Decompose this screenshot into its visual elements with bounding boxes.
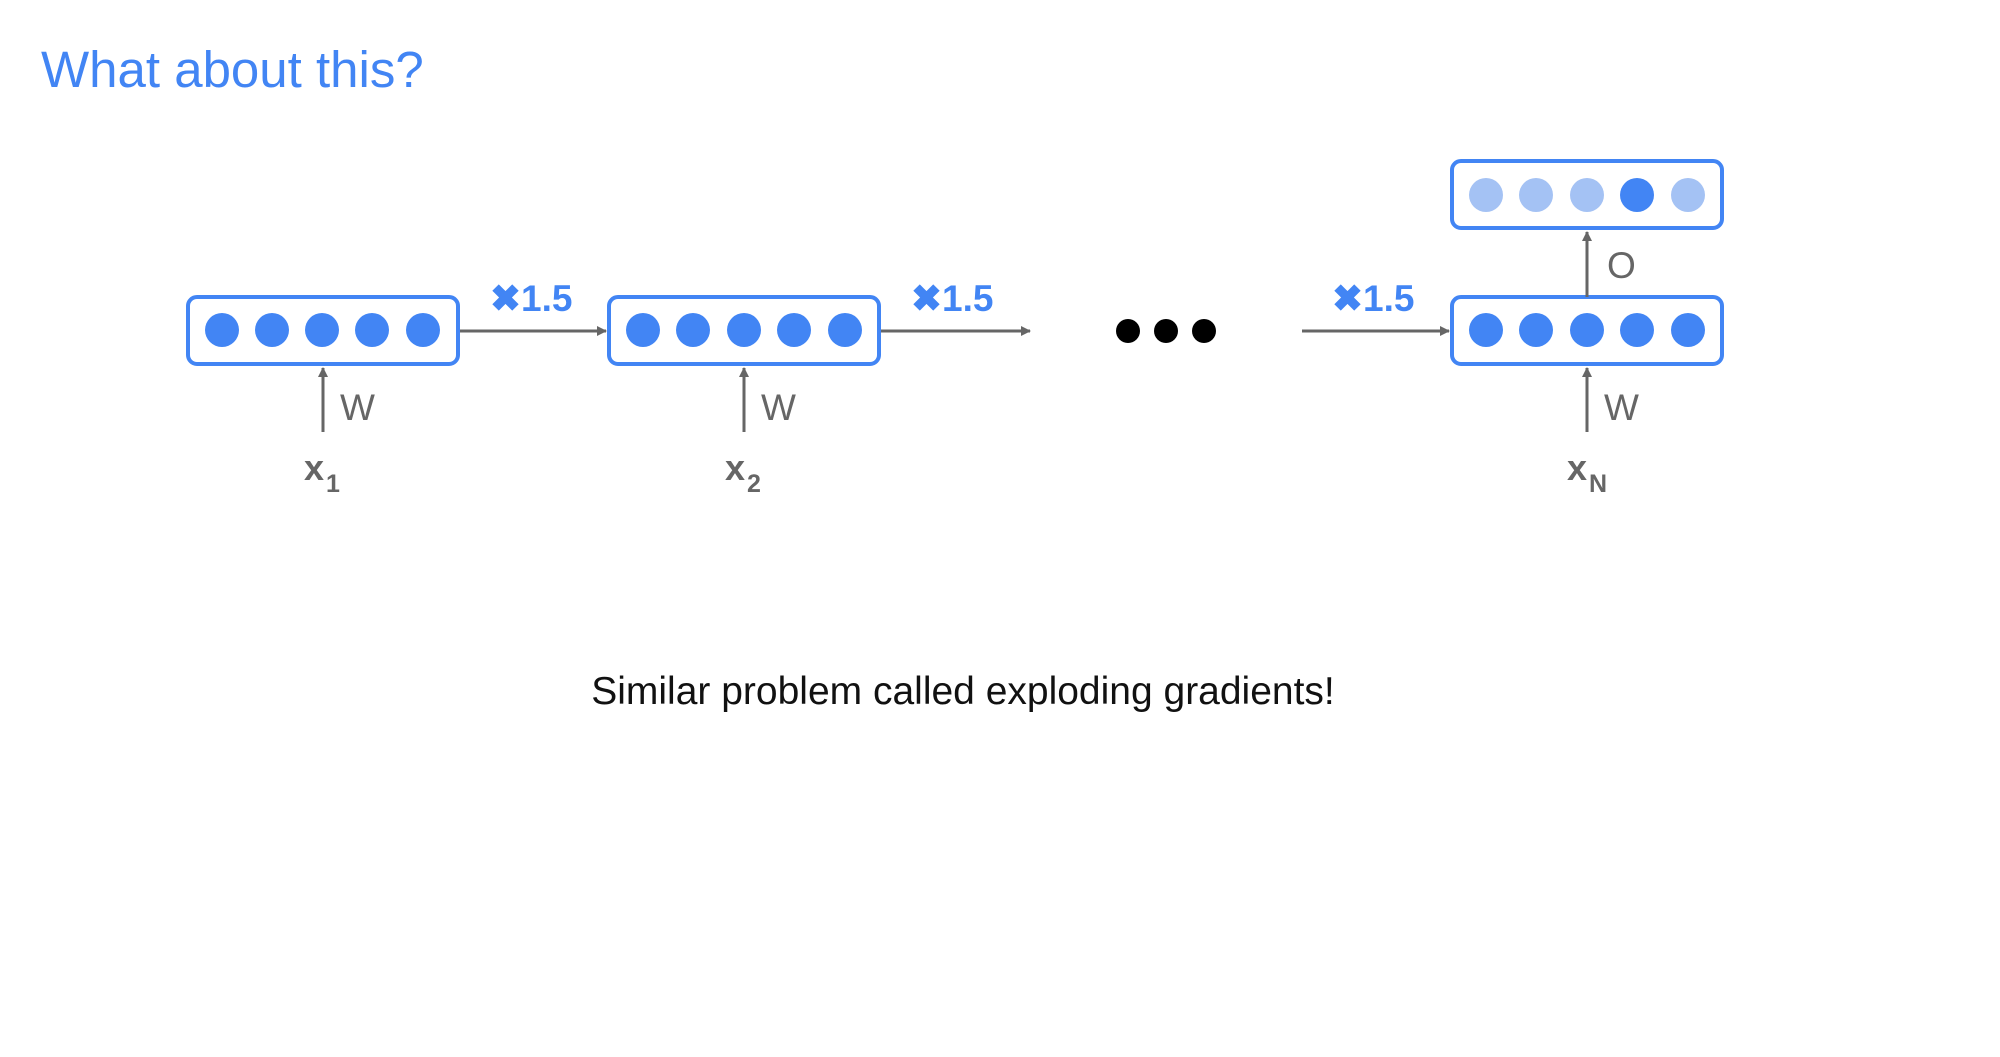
output-node xyxy=(1469,178,1503,212)
hidden-state-n xyxy=(1450,295,1724,366)
output-label-o: O xyxy=(1607,245,1636,286)
weight-label-w: W xyxy=(761,387,796,428)
slide-title: What about this? xyxy=(41,41,424,98)
hidden-state-1-node xyxy=(355,313,389,347)
ellipsis-dot xyxy=(1116,319,1140,343)
hidden-state-1-node xyxy=(205,313,239,347)
input-subscript: 1 xyxy=(326,470,340,498)
hidden-state-n-node xyxy=(1620,313,1654,347)
input-subscript: N xyxy=(1589,470,1607,498)
multiplier-label: ✖1.5 xyxy=(911,278,993,319)
ellipsis-dots xyxy=(1116,319,1216,343)
hidden-state-2-node xyxy=(828,313,862,347)
hidden-state-2-node xyxy=(777,313,811,347)
caption-text: Similar problem called exploding gradien… xyxy=(591,670,1335,713)
input-label-x2: x2 xyxy=(725,447,761,498)
hidden-state-2-node xyxy=(727,313,761,347)
hidden-state-2-node xyxy=(676,313,710,347)
output-node-active xyxy=(1620,178,1654,212)
input-base: x xyxy=(304,447,324,488)
hidden-state-n-node xyxy=(1570,313,1604,347)
output-node xyxy=(1519,178,1553,212)
input-subscript: 2 xyxy=(747,470,761,498)
weight-label-w: W xyxy=(340,387,375,428)
output-node xyxy=(1671,178,1705,212)
hidden-state-n-node xyxy=(1519,313,1553,347)
caption: Similar problem called exploding gradien… xyxy=(0,670,2000,714)
weight-label-w: W xyxy=(1604,387,1639,428)
hidden-state-1 xyxy=(186,295,460,366)
multiplier-label: ✖1.5 xyxy=(490,278,572,319)
input-base: x xyxy=(725,447,745,488)
ellipsis-dot xyxy=(1154,319,1178,343)
input-label-x1: x1 xyxy=(304,447,340,498)
hidden-state-1-node xyxy=(305,313,339,347)
hidden-state-1-node xyxy=(406,313,440,347)
output-state xyxy=(1450,159,1724,230)
hidden-state-2 xyxy=(607,295,881,366)
input-label-xn: xN xyxy=(1567,447,1607,498)
hidden-state-n-node xyxy=(1671,313,1705,347)
hidden-state-1-node xyxy=(255,313,289,347)
input-base: x xyxy=(1567,447,1587,488)
output-node xyxy=(1570,178,1604,212)
hidden-state-2-node xyxy=(626,313,660,347)
hidden-state-n-node xyxy=(1469,313,1503,347)
ellipsis-dot xyxy=(1192,319,1216,343)
multiplier-label: ✖1.5 xyxy=(1332,278,1414,319)
